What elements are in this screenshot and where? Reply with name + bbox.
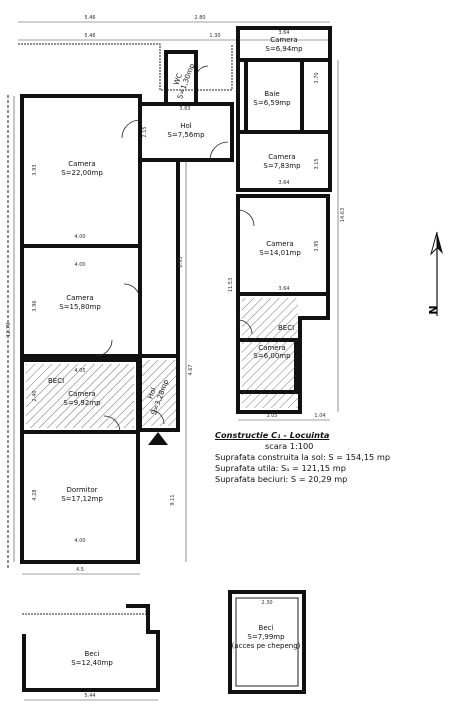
room-camera-beci-area: S=9,92mp [63,399,101,407]
beci-tag-right: BECI [278,324,294,332]
side-dimension-lines: 12.79 3.93 4.00 4.00 3.96 8.95 4.05 2.40… [6,30,346,575]
dim-beci-left-w: 4.05 [74,368,85,374]
dim-dormitor-w: 4.00 [74,538,85,544]
room-baie-area: S=6,59mp [253,99,291,107]
room-beci-right-note: (acces pe chepeng) [232,642,301,650]
dim-right-lower-vertical: 11.53 [228,278,234,292]
room-camera-mid-right-name: Camera [268,153,295,161]
dim-bottom-overall: 4.5 [76,567,84,573]
dim-right-bottom-1: 3.05 [266,413,277,419]
dim-right-col-2: 3.64 [278,180,289,186]
dim-camera2-width: 4.00 [74,262,85,268]
dim-top-overall: 5.46 [84,15,95,21]
room-camera-mid-right-area: S=7,83mp [263,162,301,170]
room-beci-right-area: S=7,99mp [247,633,285,641]
dim-beci-left-h: 2.40 [32,390,38,401]
door-swings [95,65,255,433]
dim-camera2-height: 3.96 [32,300,38,311]
dim-right-vertical: 14.63 [340,208,346,222]
room-camera1-name: Camera [68,160,95,168]
room-camera-small-right-name: Camera [258,344,285,352]
room-beci-left-name: Beci [85,650,100,658]
dim-right-col-4: 3.70 [314,72,320,83]
north-arrow-icon: N [428,231,443,316]
room-beci-left-area: S=12,40mp [71,659,113,667]
basement-plans: 5.44 Beci S=12,40mp 2.30 Beci S=7,99mp (… [22,590,306,701]
room-wc-name: WC [172,72,184,86]
hatched-areas [26,298,298,428]
dim-dormitor-h: 4.28 [32,489,38,500]
room-camera-top-right-name: Camera [270,36,297,44]
right-block-walls [236,26,332,414]
entrance-arrow-icon [148,432,168,445]
construction-notes: Constructie C₁ - Locuinta scara 1:100 Su… [215,430,455,485]
dim-hol2-h: 4.67 [188,364,194,375]
top-dimension-lines: 5.46 2.80 5.46 1.30 [18,15,330,41]
beci-tag-left: BECI [48,377,64,385]
room-dormitor-area: S=17,12mp [61,495,103,503]
dim-right-h2: 3.95 [314,240,320,251]
dim-corridor: 8.95 [178,256,184,267]
dim-camera1-width: 4.00 [74,234,85,240]
notes-useful-area: Suprafata utila: Sₐ = 121,15 mp [215,463,346,473]
room-beci-right-name: Beci [259,624,274,632]
dim-right-lower-bottom: 9.11 [170,494,176,505]
room-camera2-area: S=15,80mp [59,303,101,311]
dim-hol-height: 2.15 [142,126,148,137]
dim-top-inner-right: 1.30 [209,33,220,39]
room-camera-top-right-area: S=6,94mp [265,45,303,53]
room-hol2-name: Hol [146,387,157,401]
room-baie-name: Baie [264,90,279,98]
dim-beci-bl-w: 5.44 [84,693,95,699]
room-camera-small-right-area: S=6,00mp [253,352,291,360]
notes-scale: scara 1:100 [265,441,314,451]
notes-title: Constructie C₁ - Locuinta [215,430,330,440]
dim-left-overall: 12.79 [6,323,12,337]
room-camera1-area: S=22,00mp [61,169,103,177]
dim-top-right: 2.80 [194,15,205,21]
dim-right-col-1: 3.64 [278,30,289,36]
room-dormitor-name: Dormitor [66,486,97,494]
notes-basement-area: Suprafata beciuri: S = 20,29 mp [215,474,348,484]
room-hol-area: S=7,56mp [167,131,205,139]
dim-right-bottom-2: 1.04 [314,413,325,419]
dim-right-h1: 3.15 [314,158,320,169]
notes-built-area: Suprafata construita la sol: S = 154,15 … [215,452,391,462]
room-camera-right-area: S=14,01mp [259,249,301,257]
north-label: N [428,305,440,314]
room-camera2-name: Camera [66,294,93,302]
room-camera-right-name: Camera [266,240,293,248]
dim-beci-br-w: 2.30 [261,600,272,606]
dim-hol-width: 3.63 [179,106,190,112]
dim-top-inner: 5.46 [84,33,95,39]
room-hol-name: Hol [180,122,192,130]
room-camera-beci-name: Camera [68,390,95,398]
main-block-walls [20,50,234,564]
dim-right-col-3: 3.64 [278,286,289,292]
dim-camera1-height: 3.93 [32,164,38,175]
